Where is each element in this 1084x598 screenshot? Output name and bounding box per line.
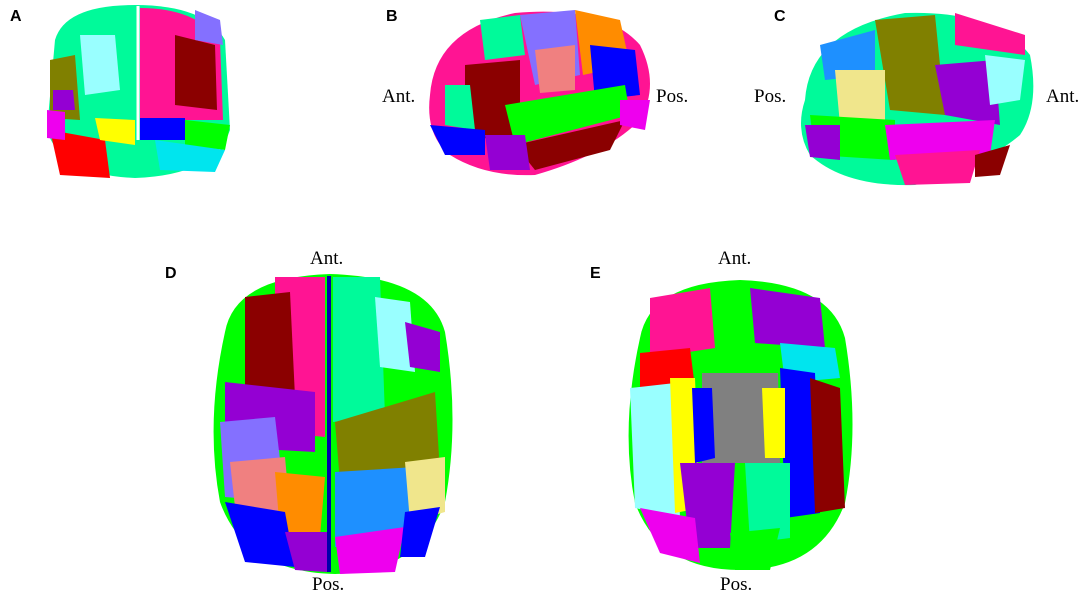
panel-letter-c: C — [774, 8, 786, 25]
label-d-posterior: Pos. — [312, 574, 345, 595]
brain-superior-view — [213, 274, 453, 574]
panel-letter-a: A — [10, 8, 22, 25]
brain-left-lateral-view — [429, 10, 650, 176]
label-d-anterior: Ant. — [310, 248, 344, 269]
brain-right-lateral-view — [801, 12, 1034, 186]
label-c-anterior: Ant. — [1046, 86, 1080, 107]
label-e-anterior: Ant. — [718, 248, 752, 269]
label-b-anterior: Ant. — [382, 86, 416, 107]
panel-letter-d: D — [165, 265, 177, 282]
label-b-posterior: Pos. — [656, 86, 689, 107]
label-e-posterior: Pos. — [720, 574, 753, 595]
brain-frontal-view — [47, 5, 230, 178]
brain-inferior-view — [628, 280, 853, 570]
label-c-posterior: Pos. — [754, 86, 787, 107]
panel-letter-b: B — [386, 8, 398, 25]
panel-letter-e: E — [590, 265, 601, 282]
